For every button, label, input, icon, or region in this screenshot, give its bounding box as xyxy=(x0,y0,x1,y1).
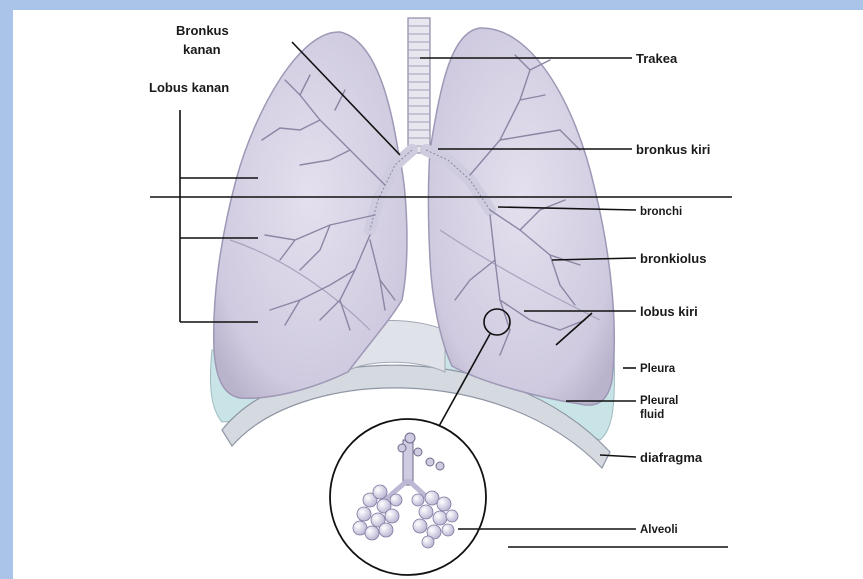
label-lobus-kiri: lobus kiri xyxy=(640,304,698,319)
label-bronkiolus: bronkiolus xyxy=(640,251,706,266)
label-bronkus-kanan-1: Bronkus xyxy=(176,23,229,38)
label-pleura: Pleura xyxy=(640,363,676,375)
label-alveoli: Alveoli xyxy=(640,524,678,536)
left-lung xyxy=(429,28,615,405)
label-diafragma: diafragma xyxy=(640,450,703,465)
label-bronkus-kanan-2: kanan xyxy=(183,42,221,57)
label-bronchi: bronchi xyxy=(640,206,682,218)
label-lobus-kanan: Lobus kanan xyxy=(149,80,229,95)
trachea xyxy=(408,18,430,153)
label-trakea: Trakea xyxy=(636,51,678,66)
label-pleural-fluid-2: fluid xyxy=(640,409,664,421)
label-bronkus-kiri: bronkus kiri xyxy=(636,142,710,157)
label-pleural-fluid-1: Pleural xyxy=(640,395,678,407)
